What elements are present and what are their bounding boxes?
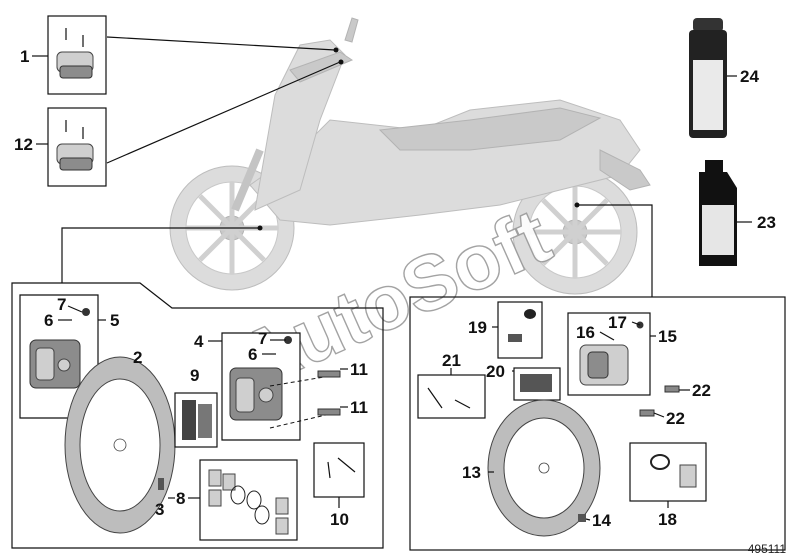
callout-leaders — [32, 55, 752, 521]
seal-kit — [208, 469, 289, 535]
callout-19: 19 — [468, 318, 487, 337]
part-box-1 — [47, 15, 107, 95]
diagram-reference-number: 495111 — [748, 542, 787, 556]
callout-11-upper: 11 — [350, 360, 368, 379]
callout-12: 12 — [14, 135, 33, 154]
spray-can — [689, 18, 727, 138]
callout-9: 9 — [190, 366, 199, 385]
callout-6-caliper: 6 — [248, 345, 257, 364]
callout-22-lower: 22 — [666, 409, 685, 428]
brake-disc-rear — [487, 399, 601, 537]
leader-lines — [61, 36, 653, 297]
part-box-12 — [47, 107, 107, 187]
scooter-silhouette — [169, 17, 651, 295]
callout-4: 4 — [194, 332, 204, 351]
callout-18: 18 — [658, 510, 677, 529]
caliper-15 — [579, 344, 629, 386]
callout-23: 23 — [757, 213, 776, 232]
callout-11-lower: 11 — [350, 398, 368, 417]
oil-bottle — [699, 160, 737, 266]
callout-6-front: 6 — [44, 311, 53, 330]
caliper-5 — [29, 339, 81, 389]
front-brake-group — [11, 282, 384, 549]
callout-15: 15 — [658, 327, 677, 346]
brake-disc-front — [64, 356, 176, 534]
callout-14: 14 — [592, 511, 611, 530]
callout-labels: 1 12 24 23 7 6 5 2 4 7 6 11 11 9 3 8 10 … — [14, 47, 776, 530]
caliper-4 — [229, 367, 283, 421]
callout-13: 13 — [462, 463, 481, 482]
callout-7-caliper: 7 — [258, 329, 267, 348]
callout-1: 1 — [20, 47, 29, 66]
callout-22-upper: 22 — [692, 381, 711, 400]
callout-20: 20 — [486, 362, 505, 381]
callout-3: 3 — [155, 500, 164, 519]
callout-2: 2 — [133, 348, 142, 367]
callout-17: 17 — [608, 313, 627, 332]
callout-21: 21 — [442, 351, 461, 370]
callout-5: 5 — [110, 311, 119, 330]
callout-7-front: 7 — [57, 295, 66, 314]
callout-16: 16 — [576, 323, 595, 342]
callout-24: 24 — [740, 67, 759, 86]
callout-10: 10 — [330, 510, 349, 529]
callout-8: 8 — [176, 489, 185, 508]
